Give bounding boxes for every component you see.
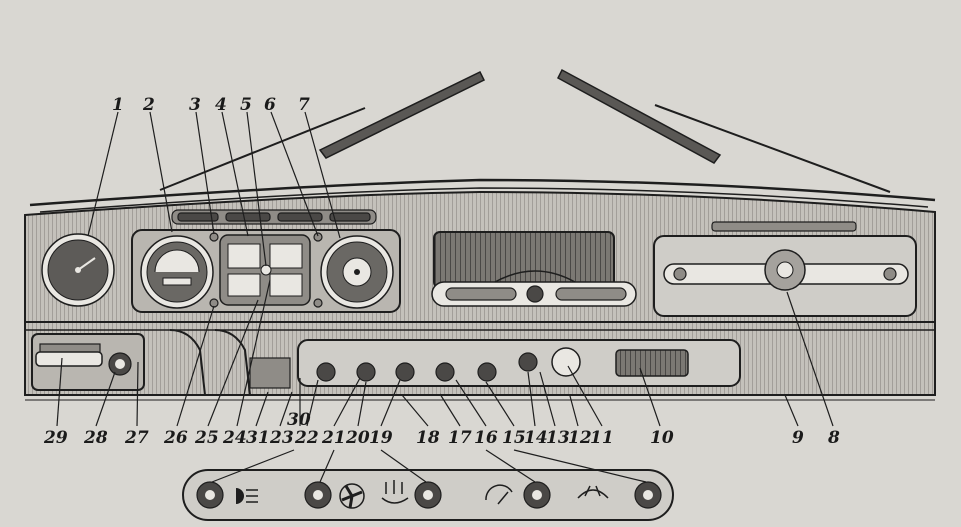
callout-6: 6 [264,95,276,115]
callout-31: 31 [246,428,270,448]
callout-28: 28 [83,428,108,448]
callout-20: 20 [345,428,370,448]
callout-3: 3 [189,95,201,115]
callout-25: 25 [194,428,219,448]
callout-15: 15 [502,428,526,448]
callout-27: 27 [124,428,149,448]
callouts-bottom: 29 28 27 26 25 24 31 23 30 22 21 20 19 1… [43,410,840,448]
switch-knobs [316,347,689,382]
speedometer-gauge [140,235,214,309]
callout-24: 24 [222,428,247,448]
callout-13: 13 [546,428,570,448]
callout-17: 17 [448,428,472,448]
headlight-icon [236,488,258,504]
callouts-top: 1 2 3 4 5 6 7 [112,95,310,115]
windshield-washer-icon [577,485,609,499]
wiper-icon [485,484,513,505]
callout-29: 29 [43,428,68,448]
callout-16: 16 [474,428,498,448]
defroster-icon [381,480,409,504]
callout-7: 7 [298,95,310,115]
left-wiper [159,71,486,191]
callout-2: 2 [142,95,155,115]
callout-19: 19 [369,428,393,448]
callout-26: 26 [163,428,188,448]
callout-11: 11 [590,428,614,448]
leader-lines-top [87,111,341,267]
right-wiper [557,68,891,193]
switch-legend-strip [182,469,674,521]
callout-8: 8 [827,428,840,448]
callout-5: 5 [240,95,252,115]
callout-14: 14 [524,428,548,448]
callout-12: 12 [568,428,592,448]
callout-23: 23 [269,428,294,448]
callout-9: 9 [792,428,804,448]
callout-18: 18 [416,428,440,448]
callout-4: 4 [215,95,227,115]
combination-gauge [219,234,311,306]
clock-gauge [320,235,394,309]
callout-1: 1 [112,95,124,115]
radio-grille [431,231,637,307]
gauge-1 [41,233,115,307]
leader-lines-bottom [56,279,834,483]
callout-30: 30 [287,410,311,430]
callout-22: 22 [294,428,319,448]
callout-10: 10 [650,428,674,448]
glovebox [653,221,917,317]
callout-21: 21 [321,428,346,448]
fan-icon [339,483,365,509]
